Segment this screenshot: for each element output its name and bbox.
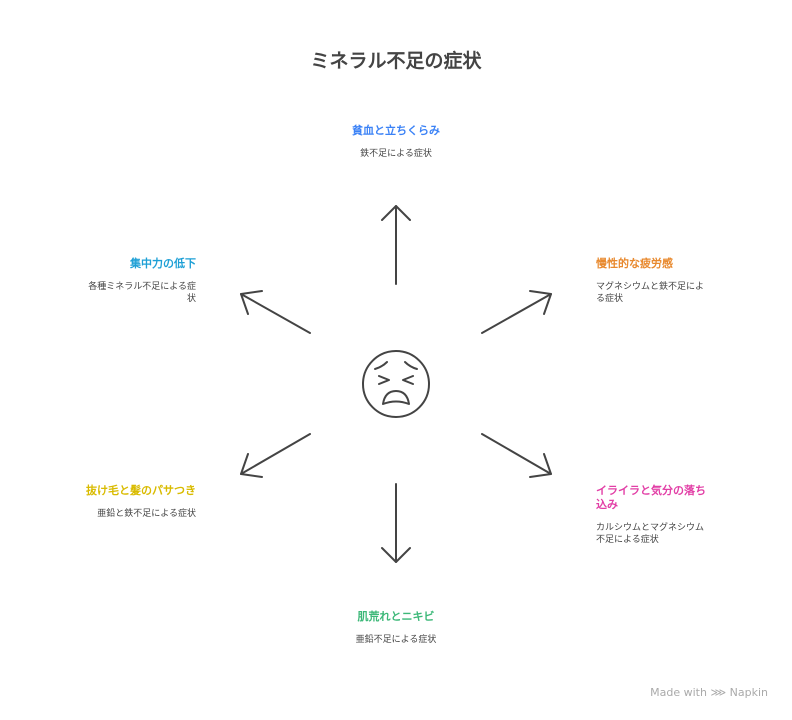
symptom-title: 慢性的な疲労感	[596, 257, 673, 270]
arrow-upper-left	[240, 290, 311, 334]
symptom-fatigue: 慢性的な疲労感 マグネシウムと鉄不足による症状	[596, 257, 706, 305]
symptom-title: イライラと気分の落ち込み	[596, 484, 706, 511]
symptom-title: 抜け毛と髪のパサつき	[86, 484, 196, 497]
symptom-concentration: 集中力の低下 各種ミネラル不足による症状	[86, 257, 196, 305]
symptom-skin: 肌荒れとニキビ 亜鉛不足による症状	[296, 610, 496, 646]
symptom-desc: 鉄不足による症状	[360, 149, 432, 159]
arrow-lower-right	[481, 433, 552, 478]
arrow-upper-right	[481, 290, 552, 334]
symptom-title: 肌荒れとニキビ	[357, 610, 435, 623]
arrow-up	[381, 205, 411, 285]
arrow-down	[381, 483, 411, 563]
brand-text: Napkin	[729, 686, 768, 699]
symptom-title: 集中力の低下	[130, 257, 196, 270]
made-with-text: Made with	[650, 686, 707, 699]
symptom-desc: 各種ミネラル不足による症状	[88, 282, 196, 304]
symptom-desc: 亜鉛と鉄不足による症状	[97, 509, 196, 519]
symptom-irritability: イライラと気分の落ち込み カルシウムとマグネシウム不足による症状	[596, 484, 706, 546]
napkin-logo-icon: ⋙	[710, 686, 727, 699]
tired-face-icon	[362, 350, 430, 418]
napkin-credit[interactable]: Made with ⋙ Napkin	[650, 686, 768, 699]
page-title: ミネラル不足の症状	[310, 50, 482, 72]
symptom-desc: 亜鉛不足による症状	[355, 635, 437, 645]
symptom-title: 貧血と立ちくらみ	[352, 124, 440, 137]
symptom-desc: マグネシウムと鉄不足による症状	[596, 282, 705, 304]
symptom-hair: 抜け毛と髪のパサつき 亜鉛と鉄不足による症状	[86, 484, 196, 520]
arrow-lower-left	[240, 433, 311, 478]
symptom-anemia: 貧血と立ちくらみ 鉄不足による症状	[296, 124, 496, 160]
symptom-desc: カルシウムとマグネシウム不足による症状	[596, 523, 705, 545]
